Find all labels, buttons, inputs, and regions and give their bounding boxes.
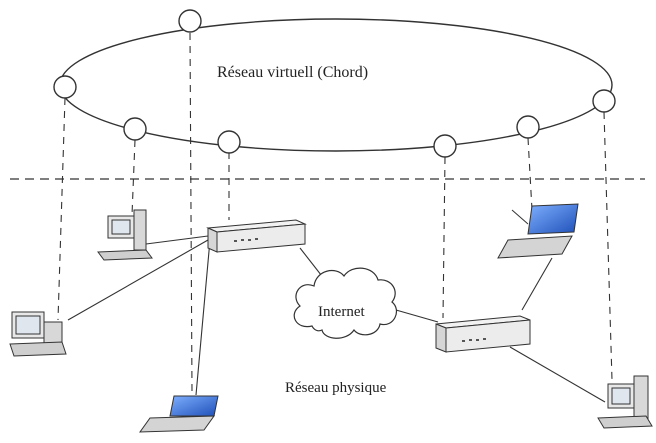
- ring-node: [433, 134, 457, 158]
- mapping-line: [527, 137, 533, 211]
- desktop-computer-icon: [97, 209, 153, 261]
- physical-network-label: Réseau physique: [285, 380, 387, 396]
- mapping-line: [442, 156, 446, 319]
- mapping-line: [57, 97, 66, 321]
- ring-node: [217, 130, 241, 154]
- laptop-icon: [139, 395, 219, 433]
- router-icon: [206, 219, 307, 253]
- mapping-line: [189, 32, 193, 393]
- router-icon: [435, 315, 531, 353]
- link-cloud-router2: [395, 309, 439, 323]
- link-router2-desktop3: [509, 346, 606, 403]
- link-laptop1-router1: [195, 239, 211, 396]
- mapping-line: [131, 139, 136, 216]
- ring-nodes: [53, 9, 616, 158]
- laptop-icon: [497, 203, 579, 259]
- mapping-line: [603, 111, 613, 381]
- mapping-lines: [57, 32, 613, 393]
- desktop-computer-icon: [597, 375, 653, 429]
- ring-node: [178, 9, 202, 33]
- cloud-icon: [293, 267, 397, 339]
- internet-label: Internet: [318, 304, 365, 320]
- virtual-network-label: Réseau virtuell (Chord): [217, 64, 369, 81]
- link-router2-laptop2: [521, 257, 553, 311]
- ring-node: [53, 75, 77, 99]
- link-desktop1-router1: [145, 235, 209, 245]
- ring-node: [516, 115, 540, 139]
- desktop-computer-icon: [9, 311, 67, 357]
- ring-node: [592, 89, 616, 113]
- ring-node: [123, 117, 147, 141]
- link-desktop2-router1: [67, 239, 209, 321]
